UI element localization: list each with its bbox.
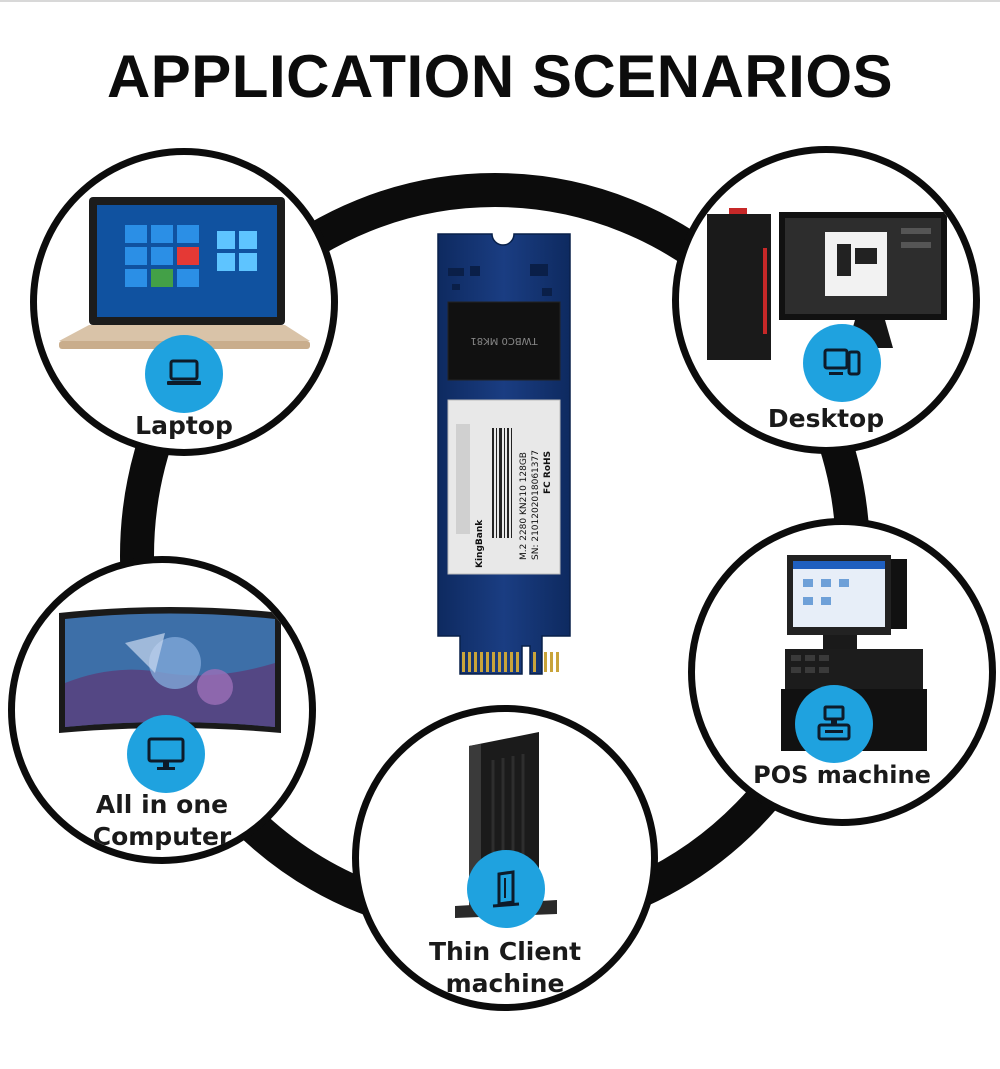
pos-icon-badge <box>795 685 873 763</box>
laptop-icon <box>167 359 201 385</box>
page-title: APPLICATION SCENARIOS <box>106 43 894 110</box>
scenario-laptop: Laptop <box>30 148 338 456</box>
scenario-all-in-one: All in one Computer <box>8 556 316 864</box>
scenario-desktop: Desktop <box>672 146 980 454</box>
m2-ssd-image: TWBC0 MK81 KingBank M.2 2280 KN210 128GB… <box>437 233 571 675</box>
desktop-icon-badge <box>803 324 881 402</box>
laptop-icon-badge <box>145 335 223 413</box>
monitor-icon <box>147 737 185 770</box>
all-in-one-image <box>59 607 281 733</box>
ssd-marks: FC RoHS <box>543 451 553 494</box>
scenario-thin-client: Thin Client machine <box>352 705 658 1011</box>
scenario-pos: POS machine <box>688 518 996 826</box>
thin-client-label-line2: machine <box>445 969 565 998</box>
pos-icon <box>817 705 851 741</box>
thin-client-icon-badge <box>467 850 545 928</box>
thin-client-label-line1: Thin Client <box>428 937 582 966</box>
pos-label: POS machine <box>753 761 931 789</box>
all-in-one-label-line1: All in one <box>95 790 229 819</box>
ssd-model: M.2 2280 KN210 128GB <box>519 452 529 560</box>
top-border <box>0 0 1000 2</box>
desktop-image <box>707 208 947 360</box>
all-in-one-label-line2: Computer <box>92 822 232 851</box>
ssd-brand: KingBank <box>475 519 485 568</box>
desktop-icon <box>823 348 861 376</box>
all-in-one-icon-badge <box>127 715 205 793</box>
chip-marking: TWBC0 MK81 <box>470 335 538 346</box>
desktop-label: Desktop <box>767 404 885 433</box>
thin-client-icon <box>492 870 520 908</box>
ssd-serial: SN: 2101202018061377 <box>531 450 541 560</box>
laptop-label: Laptop <box>135 411 233 440</box>
